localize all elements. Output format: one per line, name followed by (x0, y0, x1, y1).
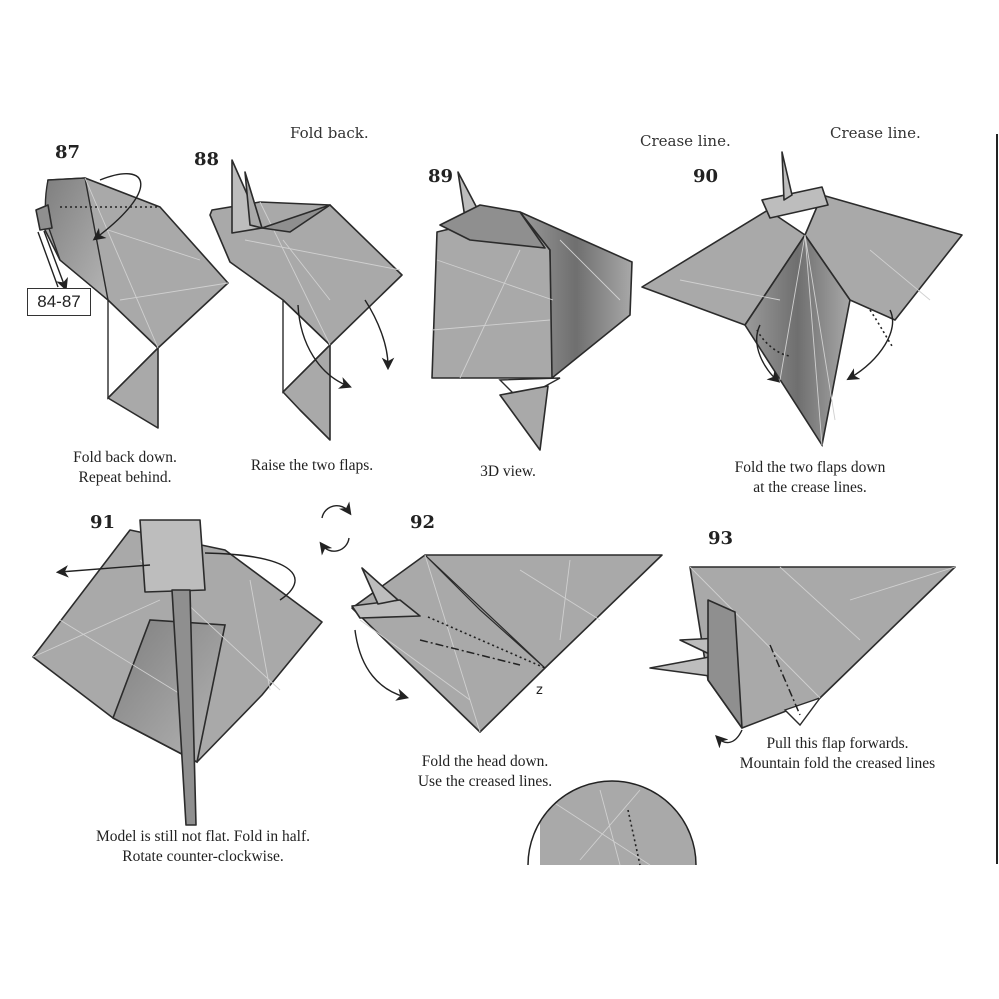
caption-line: Fold back down. (73, 449, 177, 466)
caption-line: Raise the two flaps. (250, 457, 374, 474)
step-reference-box: 84-87 (27, 288, 91, 316)
page-border-right (996, 134, 998, 864)
cut-caption-crease-line-2: Crease line. (830, 124, 921, 142)
step-number-91: 91 (90, 512, 116, 533)
caption-line: Pull this flap forwards. (766, 735, 909, 752)
caption-line: 3D view. (480, 463, 536, 480)
step-89-figure (431, 171, 633, 451)
step-87-figure (35, 173, 229, 429)
step-93-figure (649, 566, 956, 749)
rotate-icon (319, 501, 352, 556)
caption-line: Rotate counter-clockwise. (122, 848, 284, 865)
step-91-caption: Model is still not flat. Fold in half. R… (68, 827, 338, 867)
step-number-88: 88 (194, 149, 220, 170)
caption-line: Fold the head down. (421, 753, 549, 770)
step-89-caption: 3D view. (458, 462, 558, 482)
caption-line: Use the creased lines. (417, 773, 553, 790)
step-87-caption: Fold back down. Repeat behind. (45, 448, 205, 488)
step-88-figure (209, 159, 403, 441)
step-number-92: 92 (410, 512, 436, 533)
step-92-figure: z (351, 554, 663, 733)
detail-inset (527, 780, 697, 866)
cut-caption-fold-back: Fold back. (290, 124, 369, 142)
step-number-93: 93 (708, 528, 734, 549)
step-number-90: 90 (693, 166, 719, 187)
step-number-89: 89 (428, 166, 454, 187)
step-92-caption: Fold the head down. Use the creased line… (405, 752, 565, 792)
step-90-caption: Fold the two flaps down at the crease li… (720, 458, 900, 498)
step-93-caption: Pull this flap forwards. Mountain fold t… (725, 734, 950, 774)
step-88-caption: Raise the two flaps. (232, 456, 392, 476)
caption-line: Mountain fold the creased lines (739, 755, 936, 772)
step-90-figure (641, 151, 963, 448)
caption-line: Repeat behind. (78, 469, 172, 486)
caption-line: Fold the two flaps down (734, 459, 886, 476)
caption-line: Model is still not flat. Fold in half. (96, 828, 310, 845)
svg-text:z: z (536, 683, 543, 698)
step-number-87: 87 (55, 142, 81, 163)
cut-caption-crease-line: Crease line. (640, 132, 731, 150)
step-91-figure (32, 519, 323, 826)
caption-line: at the crease lines. (753, 479, 867, 496)
